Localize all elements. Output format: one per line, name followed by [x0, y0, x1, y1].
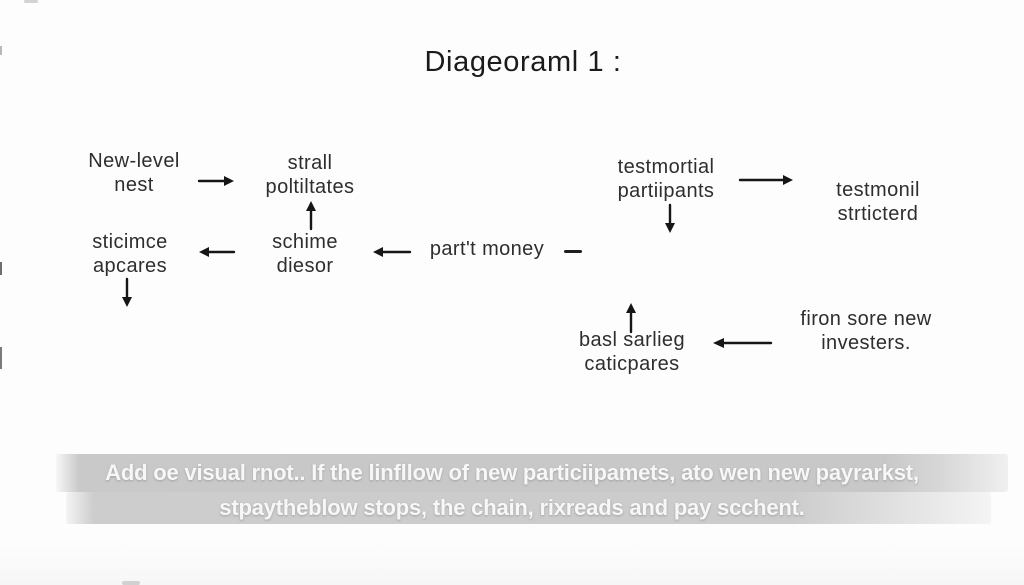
edge-artifact [0, 262, 2, 275]
arrow-down-icon [663, 203, 677, 239]
caption-line-1: Add oe visual rnot.. If the linfllow of … [105, 460, 919, 485]
arrow-right-icon [738, 173, 794, 192]
edge-artifact [122, 581, 140, 585]
caption-line-2: stpaytheblow stops, the chain, rixreads … [219, 495, 805, 520]
page-title: Diageoraml 1 : [424, 46, 622, 78]
dash-icon [564, 250, 582, 253]
arrow-left-icon [711, 336, 773, 355]
edge-artifact [24, 0, 38, 3]
arrow-up-icon [624, 302, 638, 339]
node-strall-poltiltates: strall poltiltates [265, 152, 355, 198]
node-schime-diesor: schime diesor [272, 231, 338, 277]
arrow-down-icon [120, 277, 134, 313]
arrow-up-icon [304, 200, 318, 236]
arrow-left-icon [372, 245, 412, 264]
arrow-left-icon [198, 245, 236, 264]
caption-band-top [56, 454, 1008, 492]
arrow-right-icon [197, 174, 235, 193]
node-new-level-nest: New-level nest [88, 150, 180, 196]
caption-band-bottom [66, 492, 991, 524]
node-firon-sore-new-investers: firon sore new investers. [800, 308, 932, 354]
node-basl-sarlieg-caticpares: basl sarlieg caticpares [579, 329, 685, 375]
node-testmonil-strticterd: testmonil strticterd [836, 179, 920, 225]
node-testmortial-partiipants: testmortial partiipants [617, 156, 715, 202]
node-partt-money: part't money [429, 238, 545, 260]
node-sticimce-apcares: sticimce apcares [92, 231, 168, 277]
edge-artifact [0, 46, 2, 55]
edge-artifact [0, 347, 2, 369]
